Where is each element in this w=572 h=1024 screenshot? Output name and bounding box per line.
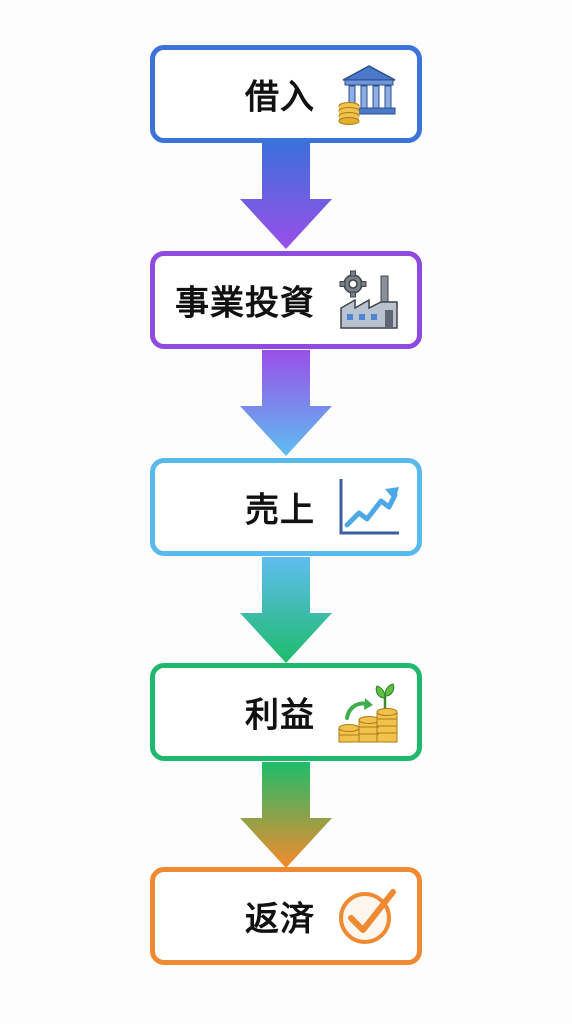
step-label: 返済 <box>245 899 315 940</box>
step-repayment: 返済 <box>150 867 422 965</box>
factory-icon <box>339 270 398 329</box>
step-label: 売上 <box>245 490 315 531</box>
step-label: 事業投資 <box>175 283 315 324</box>
bank-icon <box>338 65 396 125</box>
flow-arrow-2 <box>240 350 332 456</box>
step-business-investment: 事業投資 <box>150 251 422 349</box>
flow-arrow-4 <box>240 762 332 868</box>
step-profit: 利益 <box>150 663 422 761</box>
step-borrowing: 借入 <box>150 45 422 143</box>
trend-chart-icon <box>339 479 399 535</box>
step-sales: 売上 <box>150 458 422 556</box>
flow-arrow-1 <box>240 143 332 249</box>
check-circle-icon <box>339 889 396 944</box>
coins-plant-icon <box>338 683 398 743</box>
step-label: 借入 <box>245 77 315 118</box>
flow-arrow-3 <box>240 557 332 663</box>
step-label: 利益 <box>245 695 315 736</box>
